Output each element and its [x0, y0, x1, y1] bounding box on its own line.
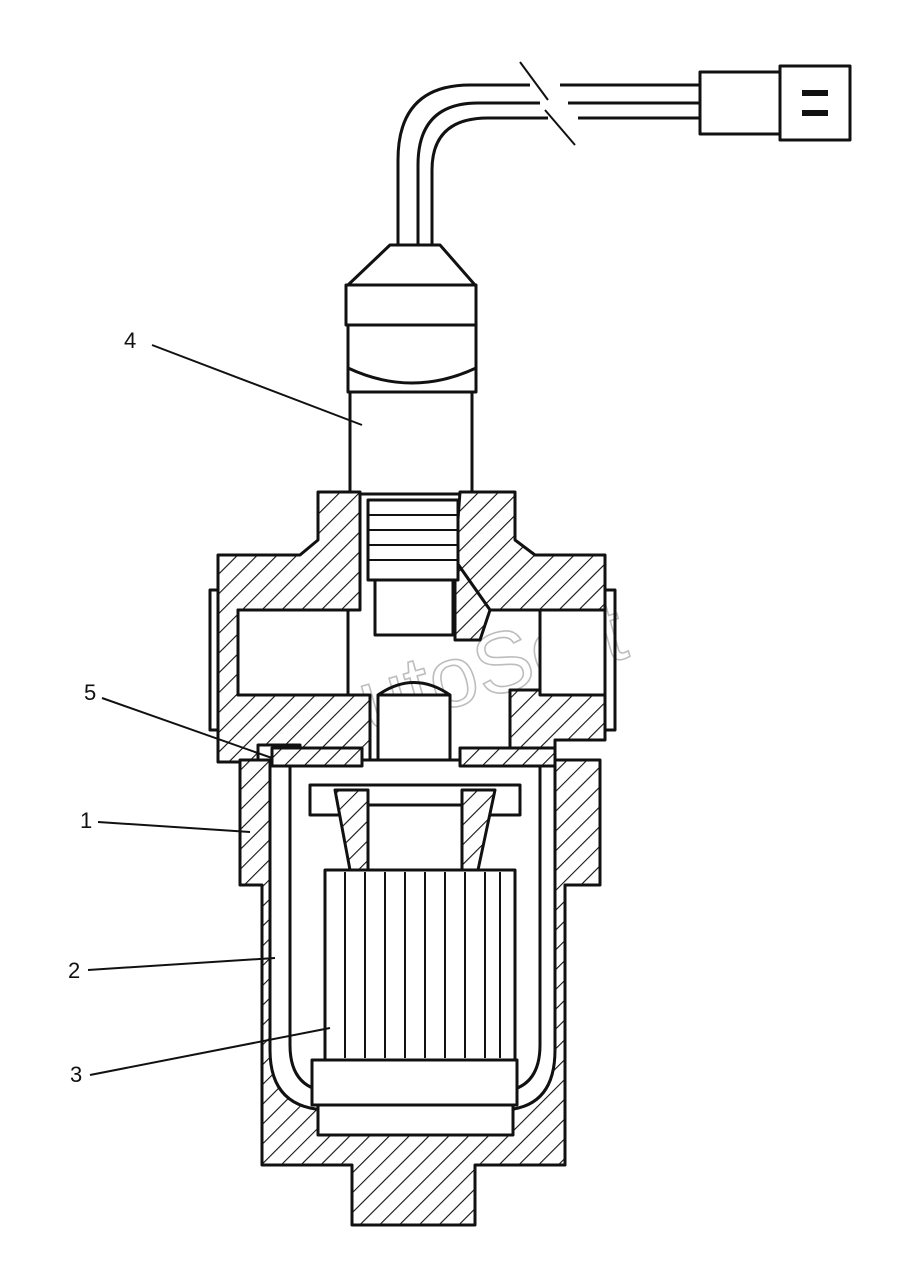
connector-plug-face [778, 64, 852, 142]
callout-2: 2 [68, 958, 80, 983]
filter-end-cap [310, 1058, 519, 1107]
leader-1 [97, 821, 251, 833]
right-port-bore [538, 608, 607, 697]
sensor-body [348, 390, 474, 496]
filter-element [308, 783, 522, 1137]
seal-ring [270, 746, 557, 768]
central-bore [366, 498, 460, 797]
connector-pin-upper [802, 90, 828, 96]
cable-and-connector [396, 61, 852, 245]
callout-labels: 4 5 1 2 3 [68, 328, 136, 1087]
callout-3: 3 [70, 1062, 82, 1087]
electrical-connector [698, 70, 782, 136]
leader-5 [101, 697, 273, 759]
callout-1: 1 [80, 808, 92, 833]
sensor-head [344, 243, 478, 496]
leader-4 [151, 344, 363, 426]
leader-2 [87, 957, 276, 971]
connector-pin-lower [802, 110, 828, 116]
left-port-bore [236, 608, 350, 697]
filter-media [323, 868, 517, 1062]
callout-4: 4 [124, 328, 136, 353]
leader-3 [89, 1027, 331, 1076]
callout-5: 5 [84, 680, 96, 705]
callout-leaders [87, 344, 363, 1076]
filter-head-housing [208, 490, 617, 792]
